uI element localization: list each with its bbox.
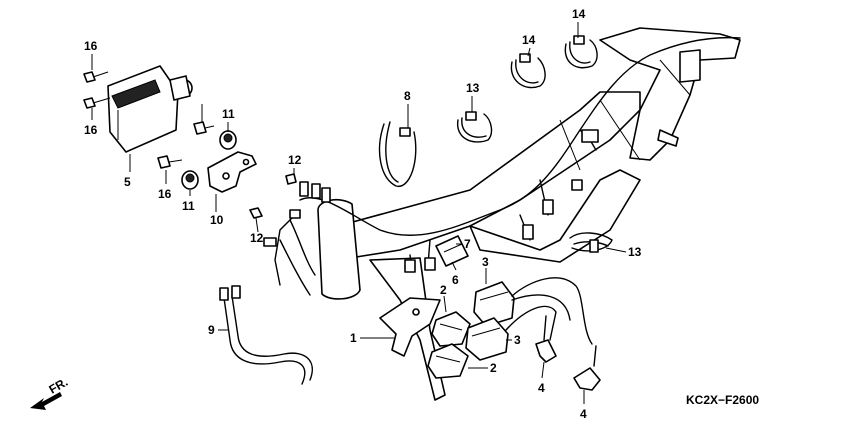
- callout-13-upper: 13: [466, 81, 480, 95]
- callout-2-lower: 2: [490, 361, 497, 375]
- bracket-10: [207, 151, 257, 193]
- callout-12-upper: 12: [288, 153, 302, 167]
- bolt-15-lower: [83, 97, 111, 109]
- callout-14-left: 14: [522, 33, 536, 47]
- callout-12-lower: 12: [250, 231, 264, 245]
- band-8: [378, 121, 417, 187]
- frame-body: [317, 27, 741, 401]
- plug-cap-4-upper: [535, 315, 557, 363]
- bolt-15-upper: [83, 71, 109, 83]
- bracket-1: [379, 297, 441, 357]
- ignition-coil-3-lower: [465, 305, 557, 361]
- band-14-left: [510, 53, 546, 89]
- ignition-coil-3-upper: [473, 277, 593, 345]
- wire-9: [219, 285, 313, 385]
- diagram-code: KC2X−F2600: [686, 393, 759, 407]
- regulator-rectifier: [107, 65, 193, 153]
- callout-13-lower: 13: [628, 245, 642, 259]
- wire-harness: [263, 36, 741, 296]
- band-14-right: [564, 35, 598, 69]
- direction-label: FR.: [47, 375, 71, 397]
- band-13-upper: [457, 111, 493, 143]
- callout-8: 8: [404, 89, 411, 103]
- callout-3-lower: 3: [514, 333, 521, 347]
- callout-7: 7: [464, 237, 471, 251]
- callout-5: 5: [124, 175, 131, 189]
- callout-labels: 16 16 5 11 16 11 10 12 12 8 13 14 14 13 …: [84, 7, 642, 421]
- clip-12-upper: [285, 173, 297, 185]
- callout-4-lower: 4: [580, 407, 587, 421]
- callout-2-upper: 2: [440, 283, 447, 297]
- cap-2-upper: [431, 311, 471, 347]
- callout-15-lower: 16: [84, 123, 98, 137]
- callout-3-upper: 3: [482, 255, 489, 269]
- callout-15-upper: 16: [84, 39, 98, 53]
- callout-1: 1: [350, 331, 357, 345]
- clip-12-lower: [249, 207, 263, 219]
- bolt-16-lower: [157, 155, 183, 169]
- callout-9: 9: [208, 323, 215, 337]
- bolt-16-upper: [193, 121, 215, 135]
- callout-10: 10: [210, 213, 224, 227]
- leader-lines: [91, 22, 627, 404]
- rubber-mount-11-lower: [181, 170, 199, 190]
- plug-cap-4-lower: [573, 345, 601, 391]
- callout-6: 6: [452, 273, 459, 287]
- callout-11-lower: 11: [182, 199, 195, 213]
- rubber-mount-11-upper: [219, 130, 237, 150]
- callout-16-lower: 16: [158, 187, 172, 201]
- callout-14-right: 14: [572, 7, 586, 21]
- cap-2-lower: [427, 343, 469, 379]
- band-13-lower: [569, 232, 613, 253]
- front-direction-arrow: FR.: [30, 375, 70, 410]
- callout-11-upper: 11: [222, 107, 235, 121]
- callout-4-upper: 4: [538, 381, 545, 395]
